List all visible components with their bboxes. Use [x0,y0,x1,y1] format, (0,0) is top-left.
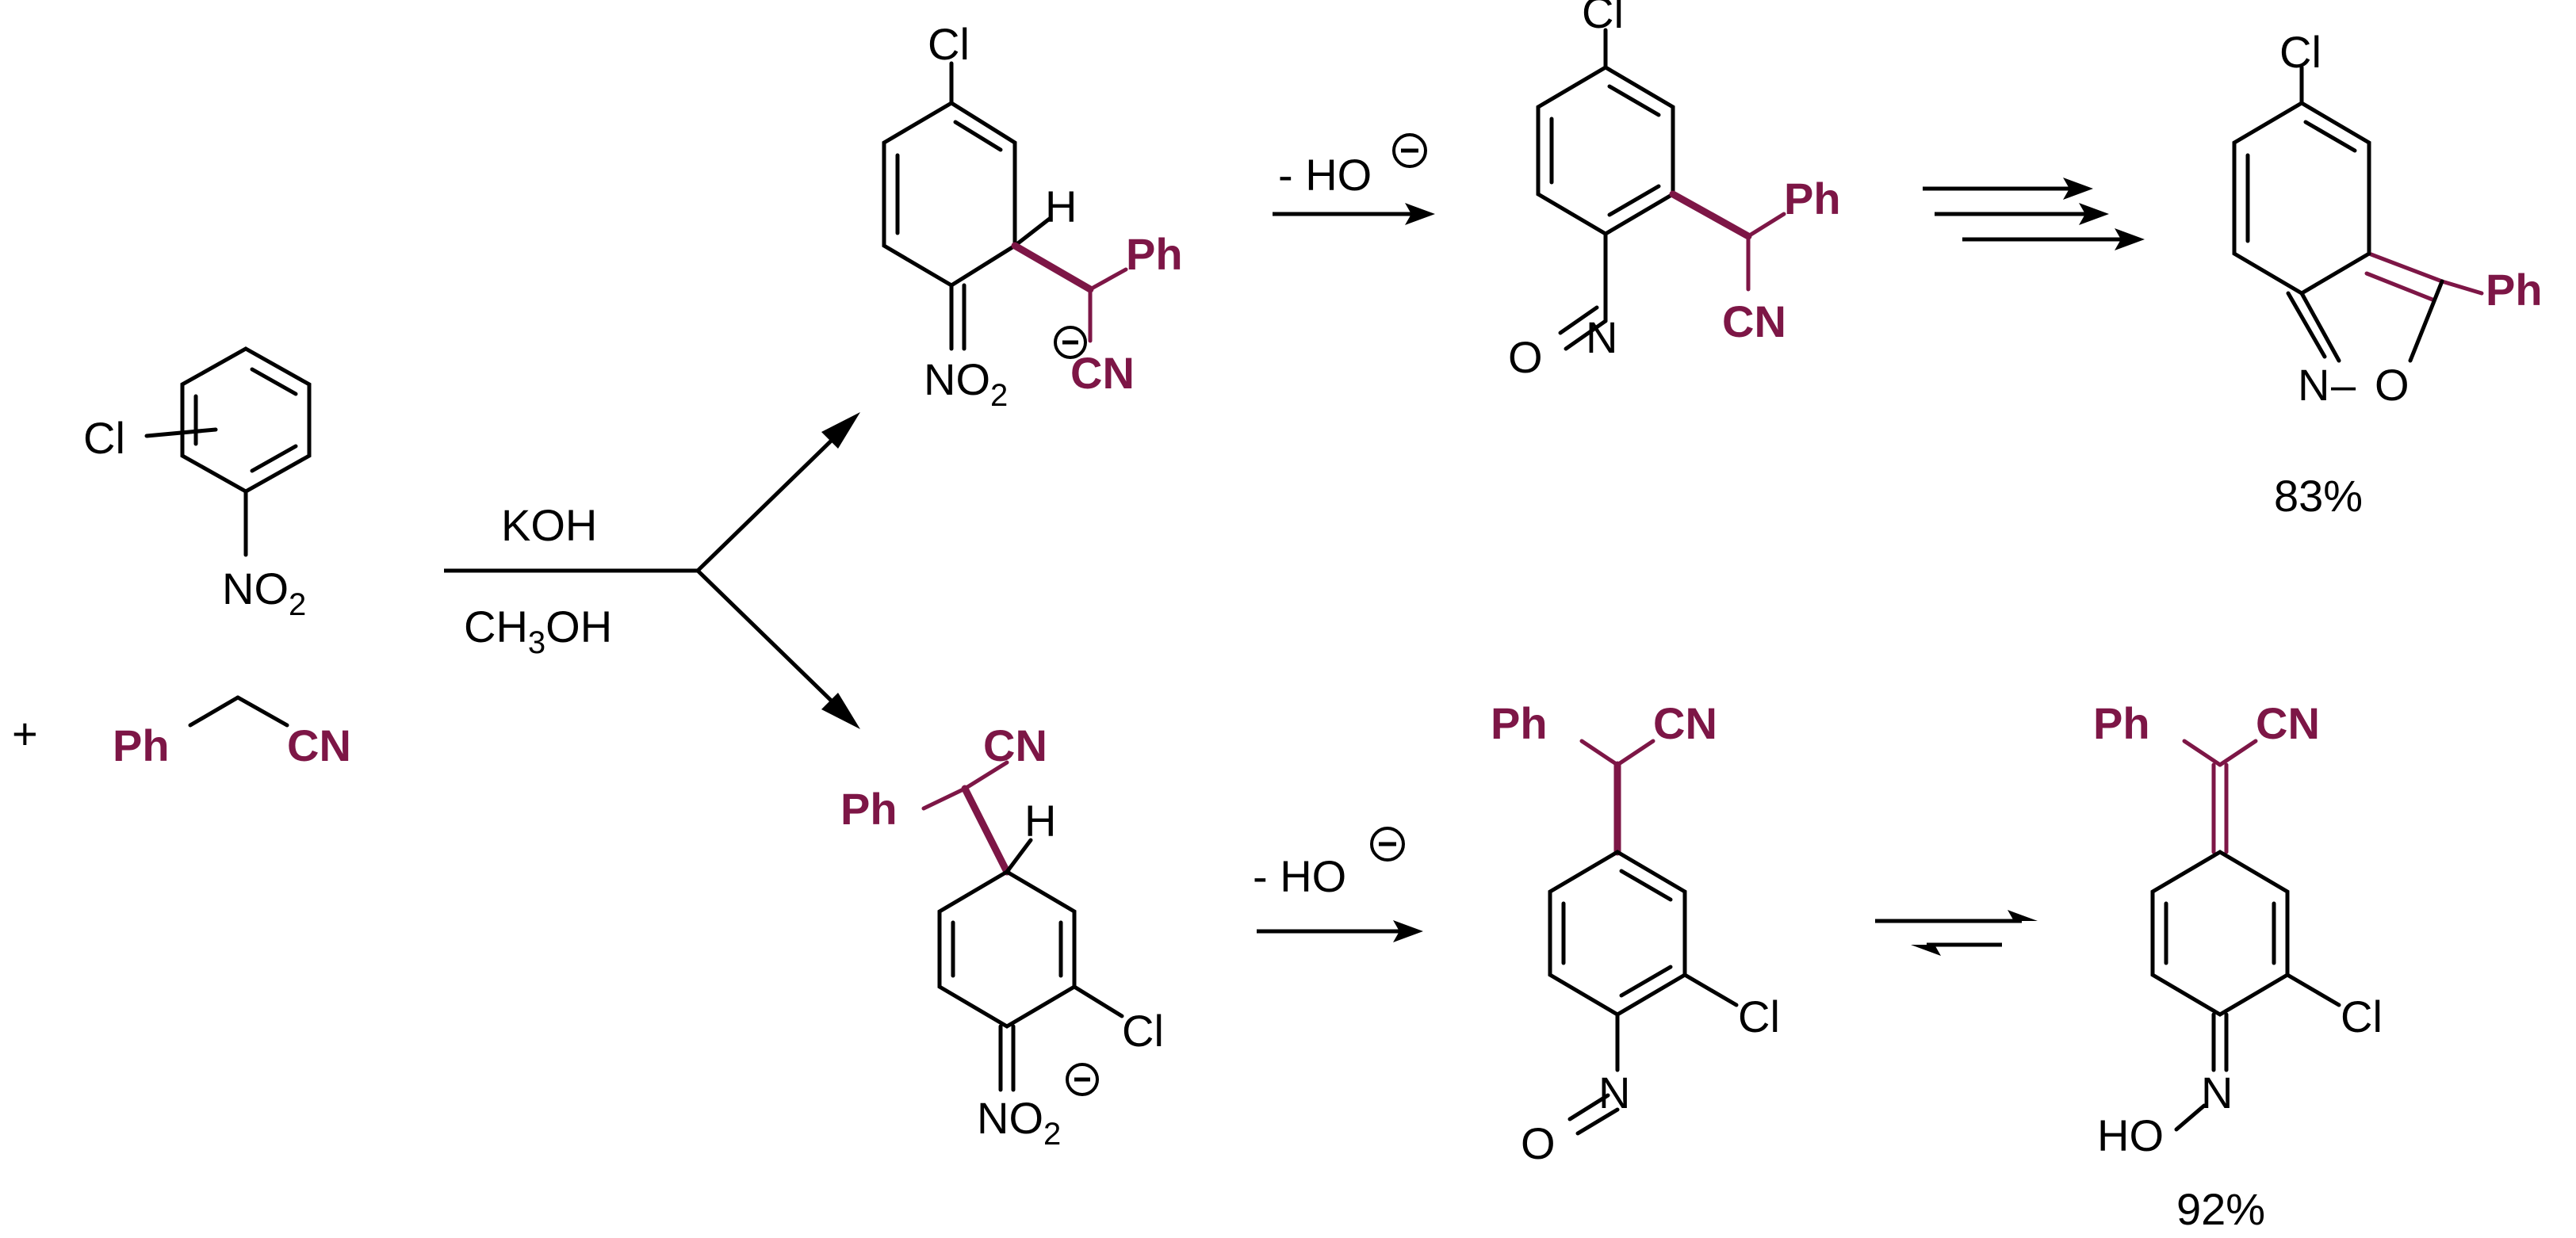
base-label: KOH [501,500,597,550]
top-multistep-arrows [1923,178,2145,250]
bottom-nitroso-cl: Cl [1738,992,1780,1041]
top-nitroso-o: O [1508,332,1543,382]
top-product-yield: 83% [2274,471,2363,521]
bottom-nitroso: Ph CN Cl O N [1491,698,1780,1168]
top-nitroso: Cl Ph CN O N [1508,0,1841,382]
bottom-sigma-adduct: CN Ph H Cl NO2 [840,720,1164,1152]
bottom-product-ph: Ph [2093,698,2150,748]
phenylacetonitrile: Ph CN [113,695,351,770]
top-product-anthranil: Cl Ph N – O 83% [2232,27,2543,521]
bottom-adduct-no2: NO2 [977,1093,1061,1152]
bottom-product-yield: 92% [2176,1184,2265,1234]
bottom-product-ho: HO [2097,1110,2164,1160]
top-adduct-no2: NO2 [924,354,1008,413]
bottom-product-cn: CN [2256,698,2320,748]
bottom-adduct-cl: Cl [1122,1006,1164,1056]
top-nitroso-ph: Ph [1784,174,1841,224]
top-product-n: N [2298,360,2329,410]
chloronitrobenzene: Cl NO2 [83,346,312,622]
bottom-adduct-h: H [1024,796,1056,846]
conditions-arrow: KOH CH3OH [444,412,860,729]
top-product-o: O [2375,360,2409,410]
top-nitroso-cn: CN [1722,296,1786,346]
bottom-adduct-cn: CN [983,720,1047,770]
top-sigma-adduct: Cl H Ph CN NO2 [882,19,1183,413]
nitro-label: NO2 [222,564,306,622]
bottom-product-n: N [2201,1068,2233,1118]
top-adduct-h: H [1045,181,1077,231]
top-product-ph: Ph [2486,265,2543,315]
top-adduct-ph: Ph [1126,229,1183,279]
top-step-label: - HO [1278,150,1372,200]
bottom-nitroso-ph: Ph [1491,698,1548,748]
equilibrium-arrows [1875,910,2038,956]
bottom-step-label: - HO [1253,851,1346,901]
reactant-ph-label: Ph [113,720,170,770]
top-nitroso-cl: Cl [1582,0,1624,37]
top-product-cl: Cl [2279,27,2321,77]
top-product-dash: – [2331,360,2356,410]
bottom-product-oxime: Ph CN Cl N HO 92% [2093,698,2383,1234]
top-nitroso-n: N [1586,312,1617,362]
bottom-nitroso-n: N [1598,1068,1630,1118]
top-adduct-cl: Cl [928,19,970,69]
bottom-adduct-ph: Ph [840,784,898,834]
solvent-label: CH3OH [464,602,612,660]
chloro-label: Cl [83,413,125,463]
plus-sign: + [12,709,38,758]
bottom-nitroso-o: O [1521,1118,1556,1168]
bottom-product-cl: Cl [2341,992,2383,1041]
bottom-step-arrow: - HO [1253,827,1423,942]
top-adduct-cn: CN [1070,348,1135,398]
top-step-arrow: - HO [1273,133,1435,225]
bottom-nitroso-cn: CN [1653,698,1717,748]
reactant-cn-label: CN [287,720,351,770]
